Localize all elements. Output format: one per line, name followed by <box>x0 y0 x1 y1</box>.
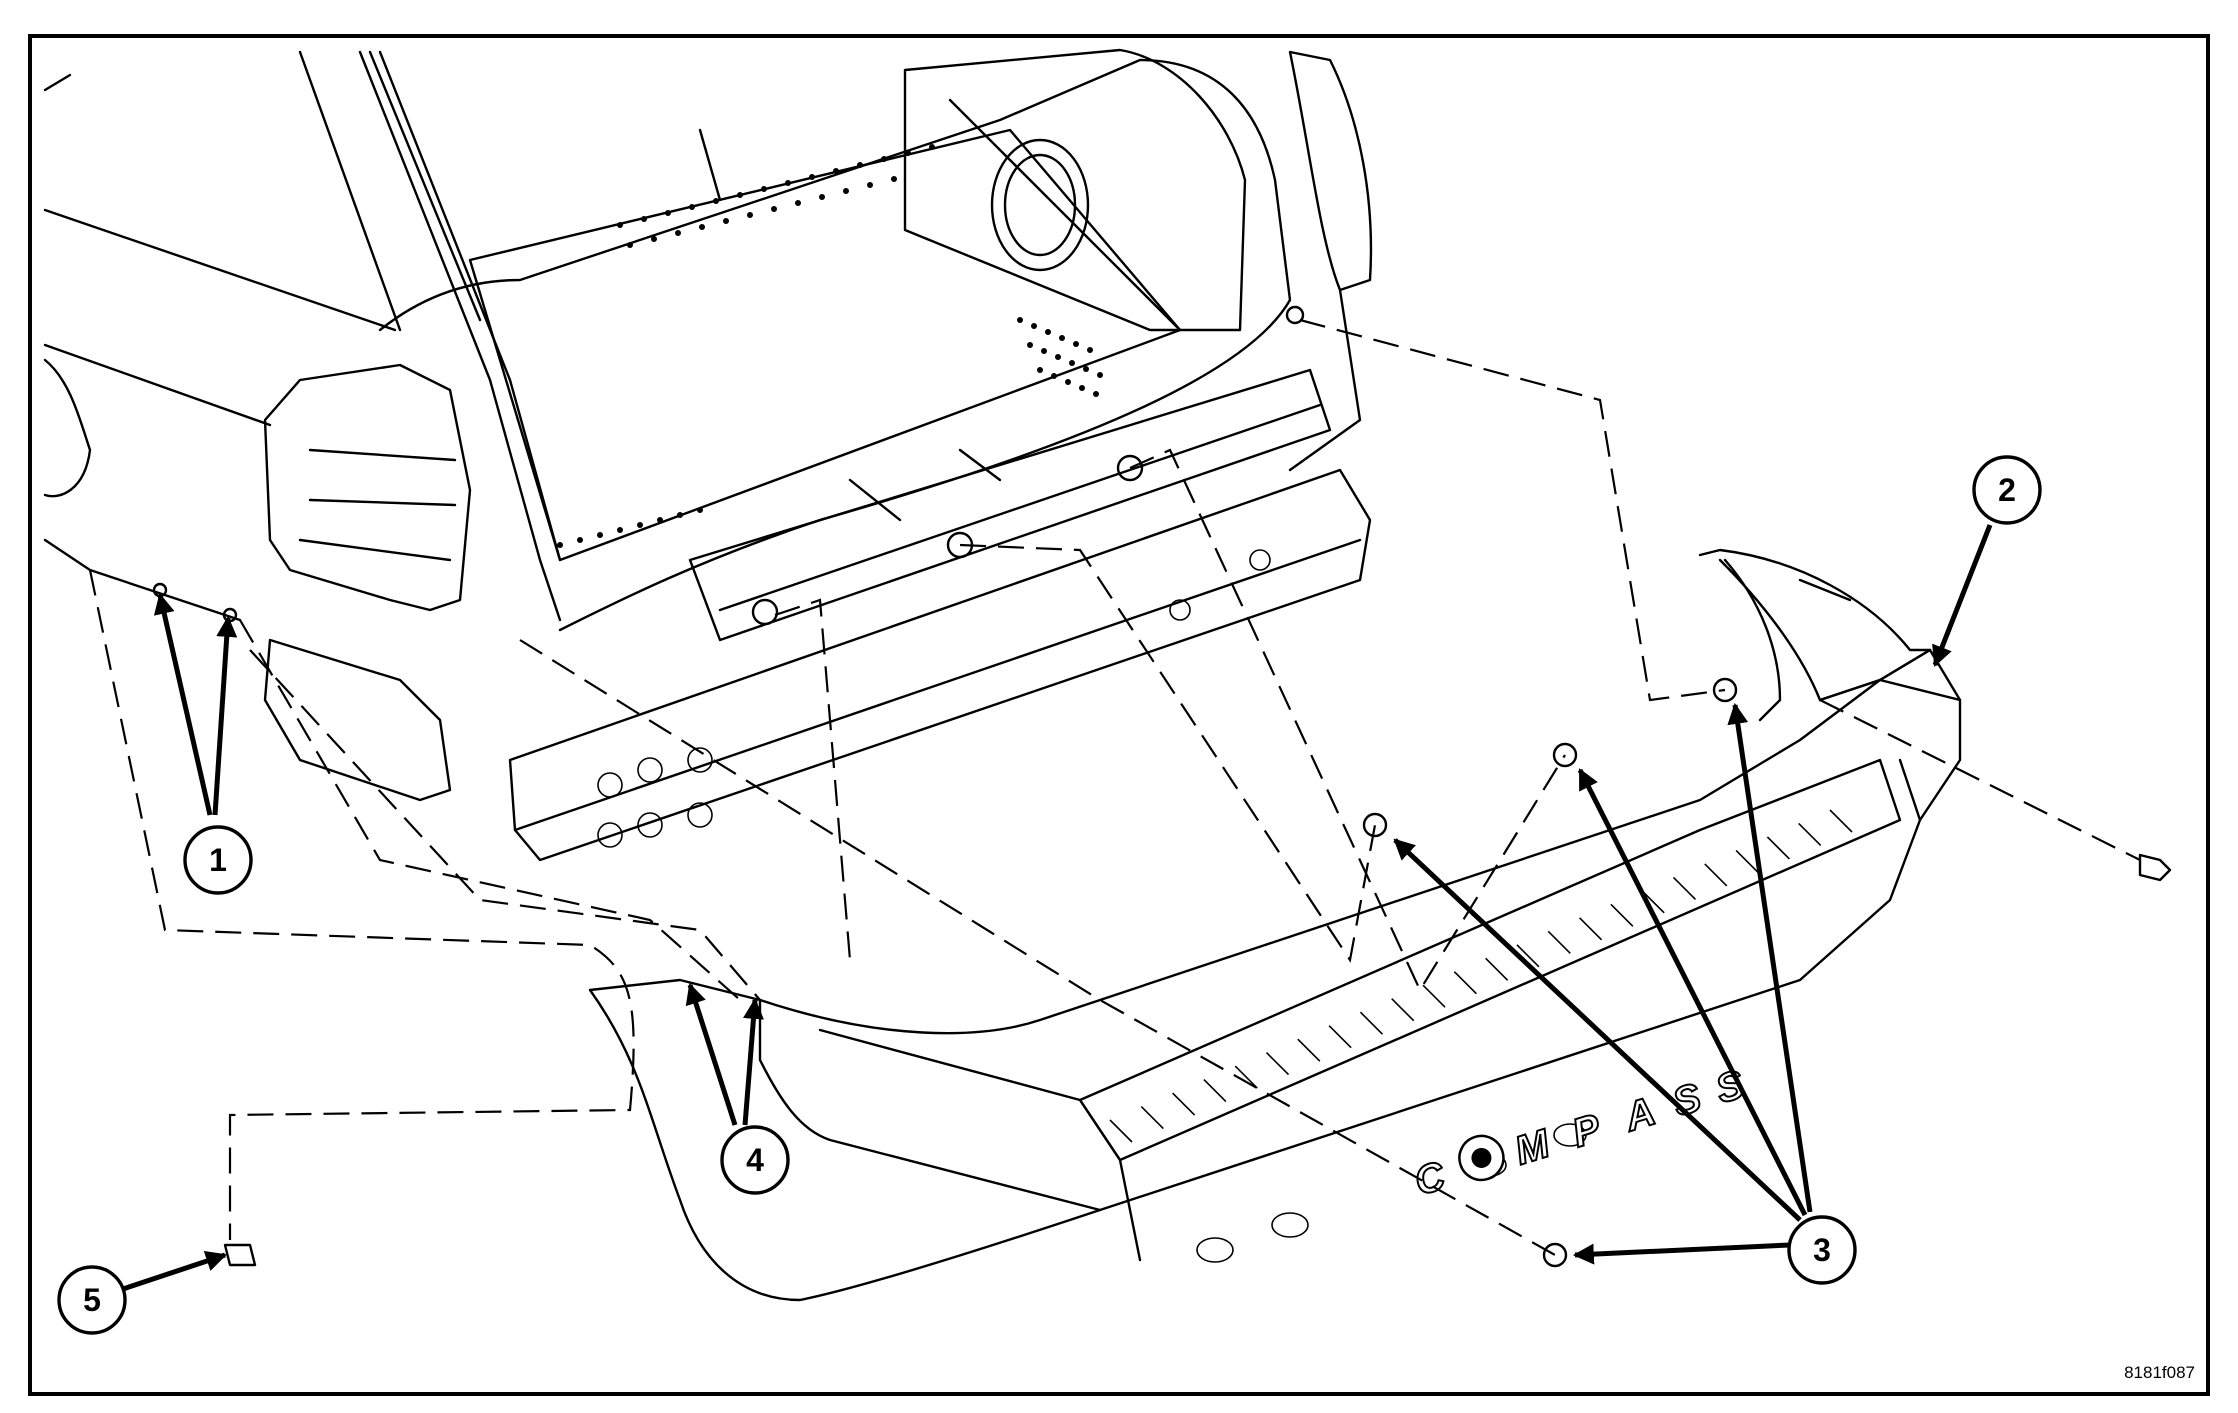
step-pad-rib <box>1109 1119 1133 1143</box>
badge-letter: A <box>1619 1089 1660 1140</box>
tie-down-hole <box>1079 385 1085 391</box>
step-pad-rib <box>1265 1052 1290 1076</box>
tie-down-hole <box>867 182 873 188</box>
tie-down-hole <box>843 188 849 194</box>
tie-down-hole <box>1017 317 1023 323</box>
step-pad-rib <box>1422 984 1446 1008</box>
step-pad-rib <box>1672 876 1697 900</box>
tie-down-hole <box>833 168 839 174</box>
callout-1: 1 <box>183 825 253 895</box>
tie-down-hole <box>637 522 643 528</box>
step-pad-rib <box>1203 1079 1227 1103</box>
tie-down-hole <box>1045 329 1051 335</box>
tie-down-hole <box>1087 347 1093 353</box>
step-pad-rib <box>1735 849 1759 874</box>
tie-down-hole <box>699 224 705 230</box>
tie-down-hole <box>881 156 887 162</box>
step-pad-rib <box>1766 836 1790 860</box>
figure-code: 8181f087 <box>2124 1363 2195 1382</box>
callout-number: 4 <box>746 1142 764 1178</box>
step-pad-rib <box>1516 944 1540 968</box>
step-pad-rib <box>1234 1065 1258 1089</box>
tie-down-hole <box>689 204 695 210</box>
tie-down-hole <box>1083 366 1089 372</box>
tie-down-hole <box>1059 335 1065 341</box>
tie-down-hole <box>795 200 801 206</box>
tie-down-hole <box>665 210 671 216</box>
step-pad-rib <box>1579 917 1603 941</box>
tie-down-hole <box>657 517 663 523</box>
tie-down-hole <box>1041 348 1047 354</box>
tie-down-hole <box>651 236 657 242</box>
tie-down-hole <box>597 532 603 538</box>
callout-5: 5 <box>57 1265 127 1335</box>
tie-down-hole <box>627 242 633 248</box>
callout-2: 2 <box>1972 455 2042 525</box>
step-pad-rib <box>1641 890 1665 914</box>
tie-down-hole <box>557 542 563 548</box>
tie-down-hole <box>857 162 863 168</box>
tie-down-hole <box>929 144 935 150</box>
rear-fascia <box>223 548 2172 1302</box>
tie-down-hole <box>1069 360 1075 366</box>
tie-down-hole <box>641 216 647 222</box>
callout-number: 3 <box>1813 1232 1831 1268</box>
tie-down-hole <box>905 150 911 156</box>
tie-down-hole <box>1055 354 1061 360</box>
tie-down-hole <box>675 230 681 236</box>
step-pad-rib <box>1485 957 1509 981</box>
badge-letter: P <box>1567 1106 1606 1156</box>
tie-down-hole <box>1065 379 1071 385</box>
tie-down-hole <box>785 180 791 186</box>
tie-down-hole <box>1037 367 1043 373</box>
step-pad-rib <box>1172 1092 1196 1116</box>
step-pad-rib <box>1798 822 1822 847</box>
tie-down-hole <box>1051 373 1057 379</box>
tie-down-hole <box>891 176 897 182</box>
step-pad-rib <box>1297 1038 1321 1062</box>
tie-down-hole <box>723 218 729 224</box>
tie-down-hole <box>737 192 743 198</box>
tie-down-hole <box>819 194 825 200</box>
step-pad-rib <box>1547 930 1571 954</box>
alignment-lines <box>88 318 2141 1256</box>
tie-down-hole <box>747 212 753 218</box>
tie-down-hole <box>1031 323 1037 329</box>
tie-down-hole <box>1027 342 1033 348</box>
step-pad-rib <box>1140 1105 1164 1130</box>
step-pad-rib <box>1391 998 1415 1022</box>
tie-down-hole <box>713 198 719 204</box>
tie-down-hole <box>761 186 767 192</box>
step-pad-rib <box>1829 809 1853 833</box>
callout-3: 3 <box>1787 1215 1857 1285</box>
tie-down-hole <box>809 174 815 180</box>
badge-letter: M <box>1510 1121 1556 1173</box>
vehicle-body <box>43 48 1373 862</box>
tie-down-hole <box>577 537 583 543</box>
callout-number: 2 <box>1998 472 2016 508</box>
callout-4: 4 <box>720 1125 790 1195</box>
tie-down-hole <box>617 222 623 228</box>
step-pad-rib <box>1704 863 1728 887</box>
tie-down-hole <box>1097 372 1103 378</box>
tie-down-hole <box>677 512 683 518</box>
callout-number: 1 <box>209 842 227 878</box>
step-pad-rib <box>1359 1011 1383 1035</box>
tie-down-hole <box>1093 391 1099 397</box>
callout-number: 5 <box>83 1282 101 1318</box>
fascia-badge: C M P A S S <box>1409 1061 1751 1205</box>
figure-frame <box>28 34 2210 1396</box>
leader-arrows <box>119 524 1993 1293</box>
tie-down-hole <box>697 507 703 513</box>
badge-letter: C <box>1410 1153 1452 1204</box>
tie-down-hole <box>771 206 777 212</box>
tie-down-hole <box>1073 341 1079 347</box>
step-pad-rib <box>1328 1025 1352 1049</box>
step-pad-rib <box>1453 971 1477 995</box>
step-pad-rib <box>1610 903 1634 927</box>
tie-down-hole <box>617 527 623 533</box>
cargo-tie-down-holes <box>557 144 1103 548</box>
